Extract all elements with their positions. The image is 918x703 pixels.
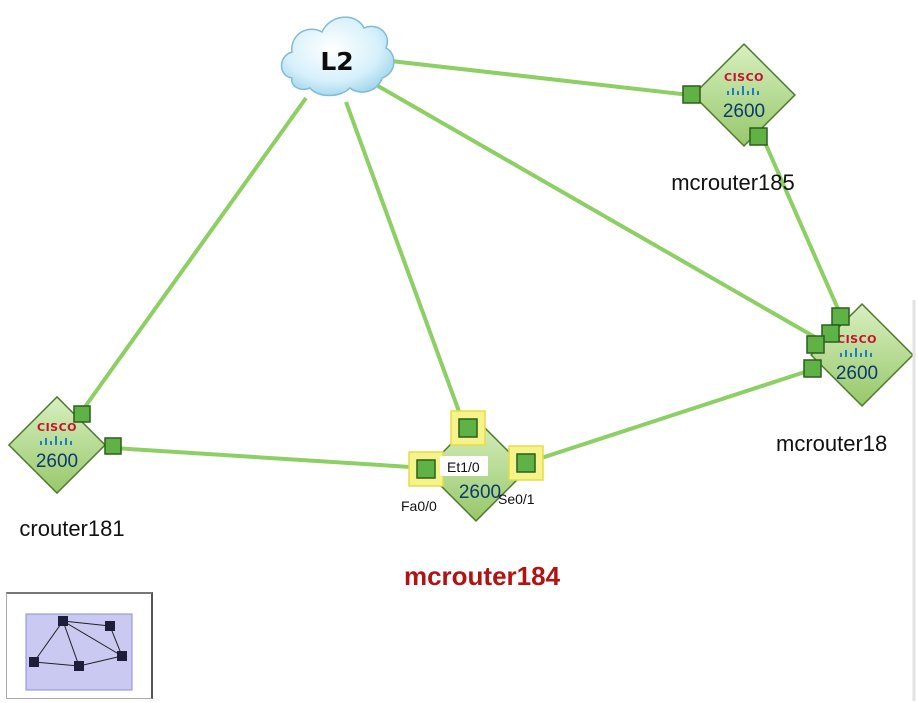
port-icon[interactable] xyxy=(73,405,91,423)
link-l2-r18x[interactable] xyxy=(377,84,821,342)
model-label: 2600 xyxy=(36,451,78,472)
port-label-et1-0: Et1/0 xyxy=(447,459,480,475)
port-se0-1-icon[interactable] xyxy=(516,453,536,473)
cloud-label: L2 xyxy=(320,47,353,76)
port-icon[interactable] xyxy=(803,359,822,378)
router-label-crouter181: crouter181 xyxy=(19,516,124,541)
router-label-mcrouter18: mcrouter18 xyxy=(776,431,887,456)
port-icon[interactable] xyxy=(806,335,825,354)
link-l2-r185[interactable] xyxy=(381,58,691,97)
port-icon[interactable] xyxy=(821,324,840,343)
router-mcrouter184[interactable]: 2600 xyxy=(408,410,544,522)
cisco-logo: CISCO xyxy=(837,333,877,346)
minimap-node xyxy=(105,621,115,631)
port-label-se0-1: Se0/1 xyxy=(498,491,535,507)
port-label-fa0-0: Fa0/0 xyxy=(401,498,437,514)
link-l2-r184[interactable] xyxy=(344,101,467,429)
cisco-logo: CISCO xyxy=(37,421,77,434)
port-icon[interactable] xyxy=(831,307,850,326)
links xyxy=(80,58,844,470)
port-icon[interactable] xyxy=(749,127,768,146)
minimap-links xyxy=(33,620,123,667)
router-crouter181[interactable]: CISCO 2600 xyxy=(7,395,122,495)
overview-minimap[interactable] xyxy=(6,592,153,699)
l2-cloud[interactable]: L2 xyxy=(280,16,395,97)
cisco-bars-icon xyxy=(840,348,872,357)
model-label: 2600 xyxy=(723,101,765,122)
cisco-bars-icon xyxy=(40,436,72,445)
link-r185-r18x[interactable] xyxy=(761,137,844,319)
link-l2-r181[interactable] xyxy=(80,96,308,413)
model-label: 2600 xyxy=(836,363,878,384)
cisco-logo: CISCO xyxy=(724,71,764,84)
minimap-node xyxy=(58,616,68,626)
port-et1-0-icon[interactable] xyxy=(458,418,478,438)
minimap-node xyxy=(29,657,39,667)
cisco-bars-icon xyxy=(727,86,759,95)
minimap-canvas[interactable] xyxy=(7,594,151,698)
router-label-mcrouter184: mcrouter184 xyxy=(404,561,561,591)
model-label: 2600 xyxy=(459,482,501,503)
minimap-node xyxy=(74,661,84,671)
minimap-nodes xyxy=(29,616,127,671)
minimap-node xyxy=(117,651,127,661)
router-mcrouter185[interactable]: CISCO 2600 xyxy=(682,43,796,147)
port-fa0-0-icon[interactable] xyxy=(416,459,436,479)
port-icon[interactable] xyxy=(682,85,701,104)
router-mcrouter18[interactable]: CISCO 2600 xyxy=(803,303,914,407)
link-r181-r184[interactable] xyxy=(113,446,427,470)
router-label-mcrouter185: mcrouter185 xyxy=(671,170,795,195)
link-r184-r18x[interactable] xyxy=(525,367,815,465)
port-label-bg xyxy=(440,456,488,476)
port-icon[interactable] xyxy=(104,437,122,455)
